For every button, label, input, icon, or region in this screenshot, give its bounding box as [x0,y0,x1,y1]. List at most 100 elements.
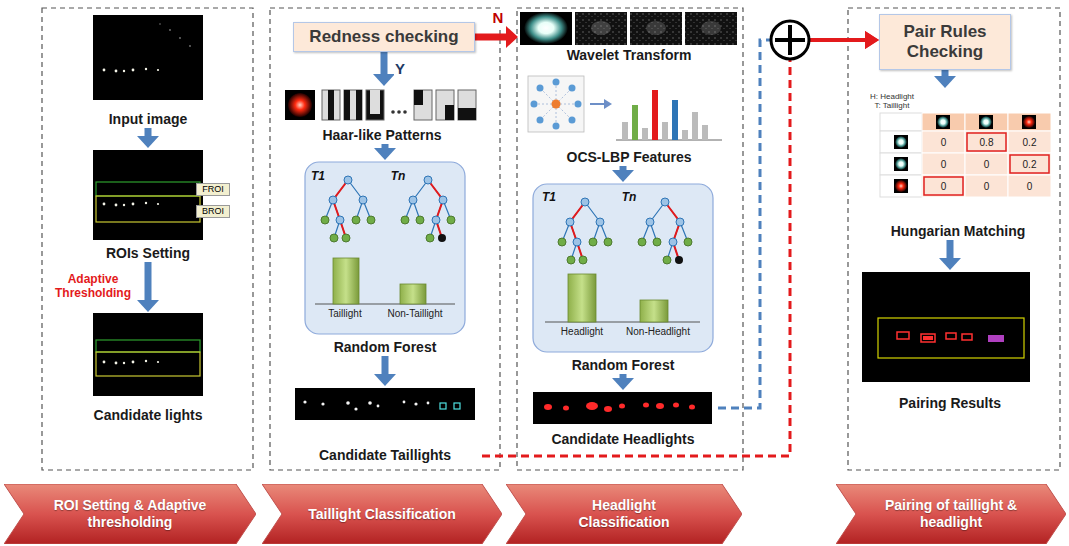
input-image [145,68,147,70]
roi-image [93,150,203,240]
candidate-taillights-strip [403,401,406,404]
image-caption-step: Input image [88,14,208,128]
roi-image [145,202,147,204]
haar-patterns [458,90,476,120]
haar-patterns [366,90,384,120]
annotation-label: Non-Headlight [616,325,700,338]
connector [137,128,159,148]
arrow-head [612,378,634,390]
roi-image [123,204,125,206]
haar-patterns [445,105,454,120]
chevron-shape [836,484,1066,544]
random-forest-taillight [439,196,447,204]
hungarian-matrix [894,135,908,149]
candidate-headlights-strip [656,403,664,409]
wavelet-images [646,21,666,35]
connector [718,31,879,408]
hungarian-matrix [979,115,993,129]
chevron-shape [262,484,502,544]
hungarian-matrix [965,153,1008,175]
random-forest-headlight [566,198,684,246]
random-forest-headlight [558,238,566,246]
candidate-lights-image [103,360,159,365]
haar-patterns [285,90,315,120]
arrow-head [865,31,879,49]
candidate-taillights-strip [295,388,475,420]
pairing-results-image [923,336,933,340]
input-image [169,29,171,31]
hungarian-matrix [980,116,992,128]
candidate-lights-image [93,313,203,396]
random-forest-headlight [533,184,713,352]
annotation-label: Tn [389,169,407,184]
random-forest-headlight [604,238,612,246]
random-forest-taillight [438,234,446,242]
image-caption-step: Candidate Headlights [528,390,718,448]
random-forest-taillight [405,180,451,238]
ocs-lbp-illustration [534,82,578,126]
haar-patterns [370,90,380,114]
roi-image [93,150,203,240]
roi-image [103,202,159,207]
connector-line [145,262,152,301]
random-forest-headlight [642,202,688,260]
input-image [179,37,181,39]
connector [482,31,879,456]
random-forest-taillight [424,176,432,184]
haar-patterns [436,90,454,120]
ocs-lbp-illustration [569,117,576,124]
random-forest-taillight [447,216,455,224]
haar-patterns [328,90,334,120]
candidate-lights-image [145,360,147,362]
annotation-label: H: Headlight [861,92,923,102]
step-caption: Wavelet Transform [567,47,692,64]
roi-image [96,182,200,196]
pairing-results-image [897,332,909,339]
input-image [123,70,125,72]
hungarian-matrix [895,136,907,148]
annotation-label: FROI [196,183,230,196]
connector [373,52,395,86]
candidate-lights-image [93,313,203,396]
ocs-lbp-illustration [702,125,708,140]
candidate-taillights-strip [354,407,357,410]
candidate-taillights-strip [321,402,324,405]
ocs-lbp-illustration [569,85,576,92]
candidate-lights-image [96,352,200,376]
step-caption: ROIs Setting [106,245,190,262]
random-forest-headlight [570,202,680,260]
pairing-results-image [988,335,1004,342]
haar-patterns [322,90,340,120]
candidate-lights-image [123,362,125,364]
stage-chevron: ROI Setting & Adaptive thresholding [4,484,256,544]
random-forest-taillight [359,196,367,204]
random-forest-taillight [305,162,465,334]
candidate-headlights-strip [533,392,712,424]
chevron-shape [4,484,256,544]
ocs-lbp-illustration [682,130,688,140]
candidate-headlights-strip [586,402,598,410]
candidate-lights-image [115,362,118,365]
haar-patterns [397,110,401,114]
hungarian-matrix [1022,115,1036,129]
input-image [159,23,191,47]
candidate-taillights-strip [440,403,446,409]
decision-box: Redness checking [293,22,475,52]
input-image [132,69,135,72]
hungarian-matrix [1008,113,1051,131]
input-image [189,45,191,47]
hungarian-matrix [895,158,907,170]
annotation-label: BROI [196,205,230,218]
hungarian-matrix [880,113,1051,197]
stage-chevron: Headlight Classification [506,484,742,544]
haar-patterns [391,110,407,114]
step-caption: Candidate Taillights [319,447,451,464]
random-forest-headlight [562,202,688,260]
step-caption: Candidate lights [94,407,203,424]
stage-chevron: Taillight Classification [262,484,502,544]
random-forest-headlight [562,202,608,260]
random-forest-taillight [426,234,434,242]
random-forest-taillight [367,216,375,224]
classifier-step: Random Forest [303,160,467,356]
